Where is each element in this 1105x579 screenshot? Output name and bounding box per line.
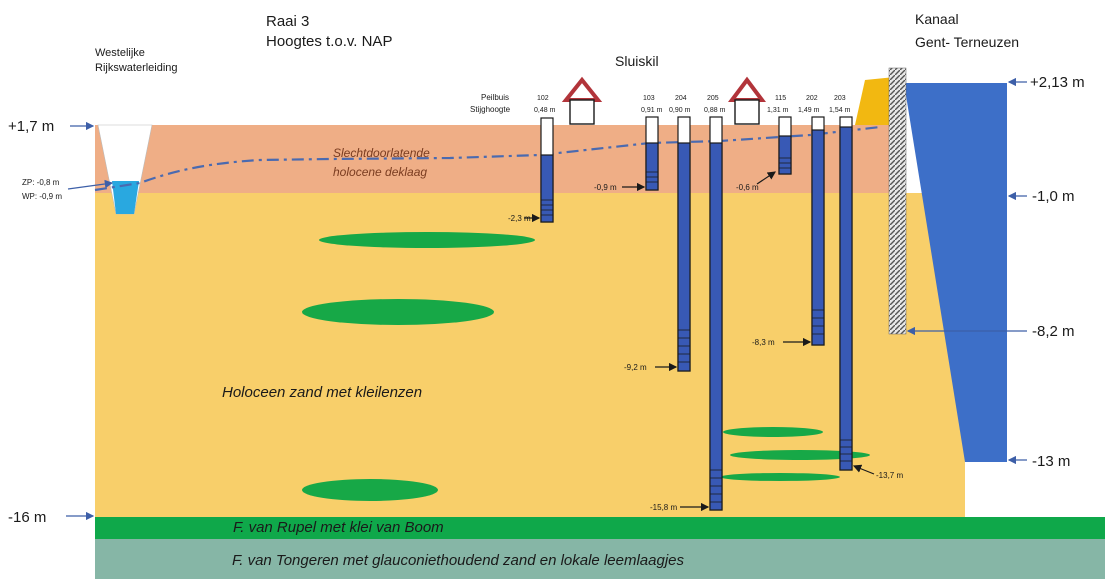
arrow-icon bbox=[756, 171, 776, 185]
arrow-icon bbox=[852, 464, 875, 475]
elevation-wp: WP: -0,9 m bbox=[22, 192, 62, 201]
groundwater-line bbox=[94, 125, 881, 192]
elevation-zp: ZP: -0,8 m bbox=[22, 178, 60, 187]
height-reference: Hoogtes t.o.v. NAP bbox=[266, 33, 392, 50]
well-204-bottom: -9,2 m bbox=[624, 363, 647, 372]
well-205-head: 0,88 m bbox=[704, 107, 726, 114]
arrow-icon bbox=[67, 179, 114, 190]
well-103-id: 103 bbox=[643, 95, 655, 102]
clay-lens bbox=[720, 473, 840, 481]
cover-layer-label-2: holocene deklaag bbox=[333, 165, 427, 179]
ditch-water bbox=[112, 181, 139, 214]
location-label: Sluiskil bbox=[615, 53, 659, 69]
clay-lens bbox=[319, 232, 535, 248]
well-204-id: 204 bbox=[675, 95, 687, 102]
canal-label-2: Gent- Terneuzen bbox=[915, 34, 1019, 50]
elevation-right-dike: +2,13 m bbox=[1030, 74, 1085, 91]
well-103-bottom: -0,9 m bbox=[594, 183, 617, 192]
tongeren-layer bbox=[95, 539, 1105, 579]
well-tube bbox=[645, 116, 659, 191]
clay-lens bbox=[302, 299, 494, 325]
well-102-head: 0,48 m bbox=[534, 107, 556, 114]
well-115-head: 1,31 m bbox=[767, 107, 789, 114]
legend-stijghoogte: Stijghoogte bbox=[470, 105, 511, 114]
dike bbox=[855, 77, 895, 125]
well-203-id: 203 bbox=[834, 95, 846, 102]
clay-lens bbox=[730, 450, 870, 460]
well-202-id: 202 bbox=[806, 95, 818, 102]
elevation-right-canal-bottom: -13 m bbox=[1032, 453, 1070, 470]
well-115-id: 115 bbox=[775, 95, 786, 102]
elevation-left-base: -16 m bbox=[8, 509, 46, 526]
well-tube bbox=[709, 116, 723, 511]
well-tube bbox=[677, 116, 691, 372]
rupel-layer-label: F. van Rupel met klei van Boom bbox=[233, 519, 444, 536]
elevation-right-sheetpile: -8,2 m bbox=[1032, 323, 1075, 340]
sheet-pile bbox=[888, 67, 907, 335]
elevation-right-minus1: -1,0 m bbox=[1032, 188, 1075, 205]
clay-lens bbox=[723, 427, 823, 437]
well-102-id: 102 bbox=[537, 95, 549, 102]
well-tube bbox=[540, 117, 554, 223]
well-205-bottom: -15,8 m bbox=[650, 503, 677, 512]
well-202-bottom: -8,3 m bbox=[752, 338, 775, 347]
cover-layer-label-1: Slechtdoorlatende bbox=[333, 146, 430, 160]
canal-water bbox=[904, 83, 1007, 462]
canal-label-1: Kanaal bbox=[915, 11, 959, 27]
well-tube bbox=[811, 116, 825, 346]
house-icon bbox=[561, 76, 603, 125]
well-102-bottom: -2,3 m bbox=[508, 214, 531, 223]
well-tube bbox=[778, 116, 792, 175]
well-205-id: 205 bbox=[707, 95, 719, 102]
well-202-head: 1,49 m bbox=[798, 107, 820, 114]
section-title: Raai 3 bbox=[266, 13, 309, 30]
legend-peilbuis: Peilbuis bbox=[481, 93, 509, 102]
well-tube bbox=[839, 116, 853, 471]
cover-layer bbox=[95, 125, 895, 193]
holocene-layer-label: Holoceen zand met kleilenzen bbox=[222, 384, 422, 401]
tongeren-layer-label: F. van Tongeren met glauconiethoudend za… bbox=[232, 552, 684, 569]
well-203-head: 1,54 m bbox=[829, 107, 851, 114]
well-115-bottom: -0,6 m bbox=[736, 183, 759, 192]
well-204-head: 0,90 m bbox=[669, 107, 691, 114]
ditch-label-1: Westelijke bbox=[95, 47, 145, 59]
rupel-layer bbox=[95, 517, 1105, 539]
house-icon bbox=[728, 76, 766, 125]
ditch-label-2: Rijkswaterleiding bbox=[95, 62, 178, 74]
well-203-bottom: -13,7 m bbox=[876, 471, 903, 480]
elevation-left-surface: +1,7 m bbox=[8, 118, 54, 135]
well-103-head: 0,91 m bbox=[641, 107, 663, 114]
clay-lens bbox=[302, 479, 438, 501]
